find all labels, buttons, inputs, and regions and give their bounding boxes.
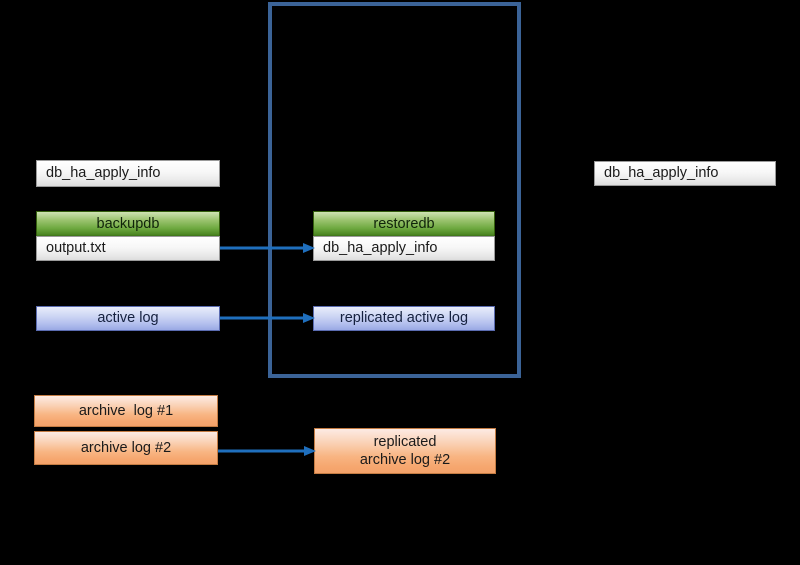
arrow-archive-log-2-to-replicated — [218, 444, 316, 458]
restoredb-header-box: restoredb — [313, 211, 495, 237]
archive-log-2-box: archive log #2 — [34, 431, 218, 465]
backupdb-output-file-box: output.txt — [36, 236, 220, 261]
active-log-box: active log — [36, 306, 220, 331]
backupdb-header-box: backupdb — [36, 211, 220, 237]
standby-container-rect — [268, 2, 521, 378]
replicated-active-log-box: replicated active log — [313, 306, 495, 331]
target-db-ha-apply-info-box: db_ha_apply_info — [594, 161, 776, 186]
source-db-ha-apply-info-box: db_ha_apply_info — [36, 160, 220, 187]
restoredb-db-ha-apply-info-box: db_ha_apply_info — [313, 236, 495, 261]
archive-log-1-box: archive log #1 — [34, 395, 218, 427]
replicated-archive-log-2-box: replicated archive log #2 — [314, 428, 496, 474]
replicated-archive-log-2-line2: archive log #2 — [359, 452, 451, 468]
replicated-archive-log-2-line1: replicated — [373, 433, 437, 450]
